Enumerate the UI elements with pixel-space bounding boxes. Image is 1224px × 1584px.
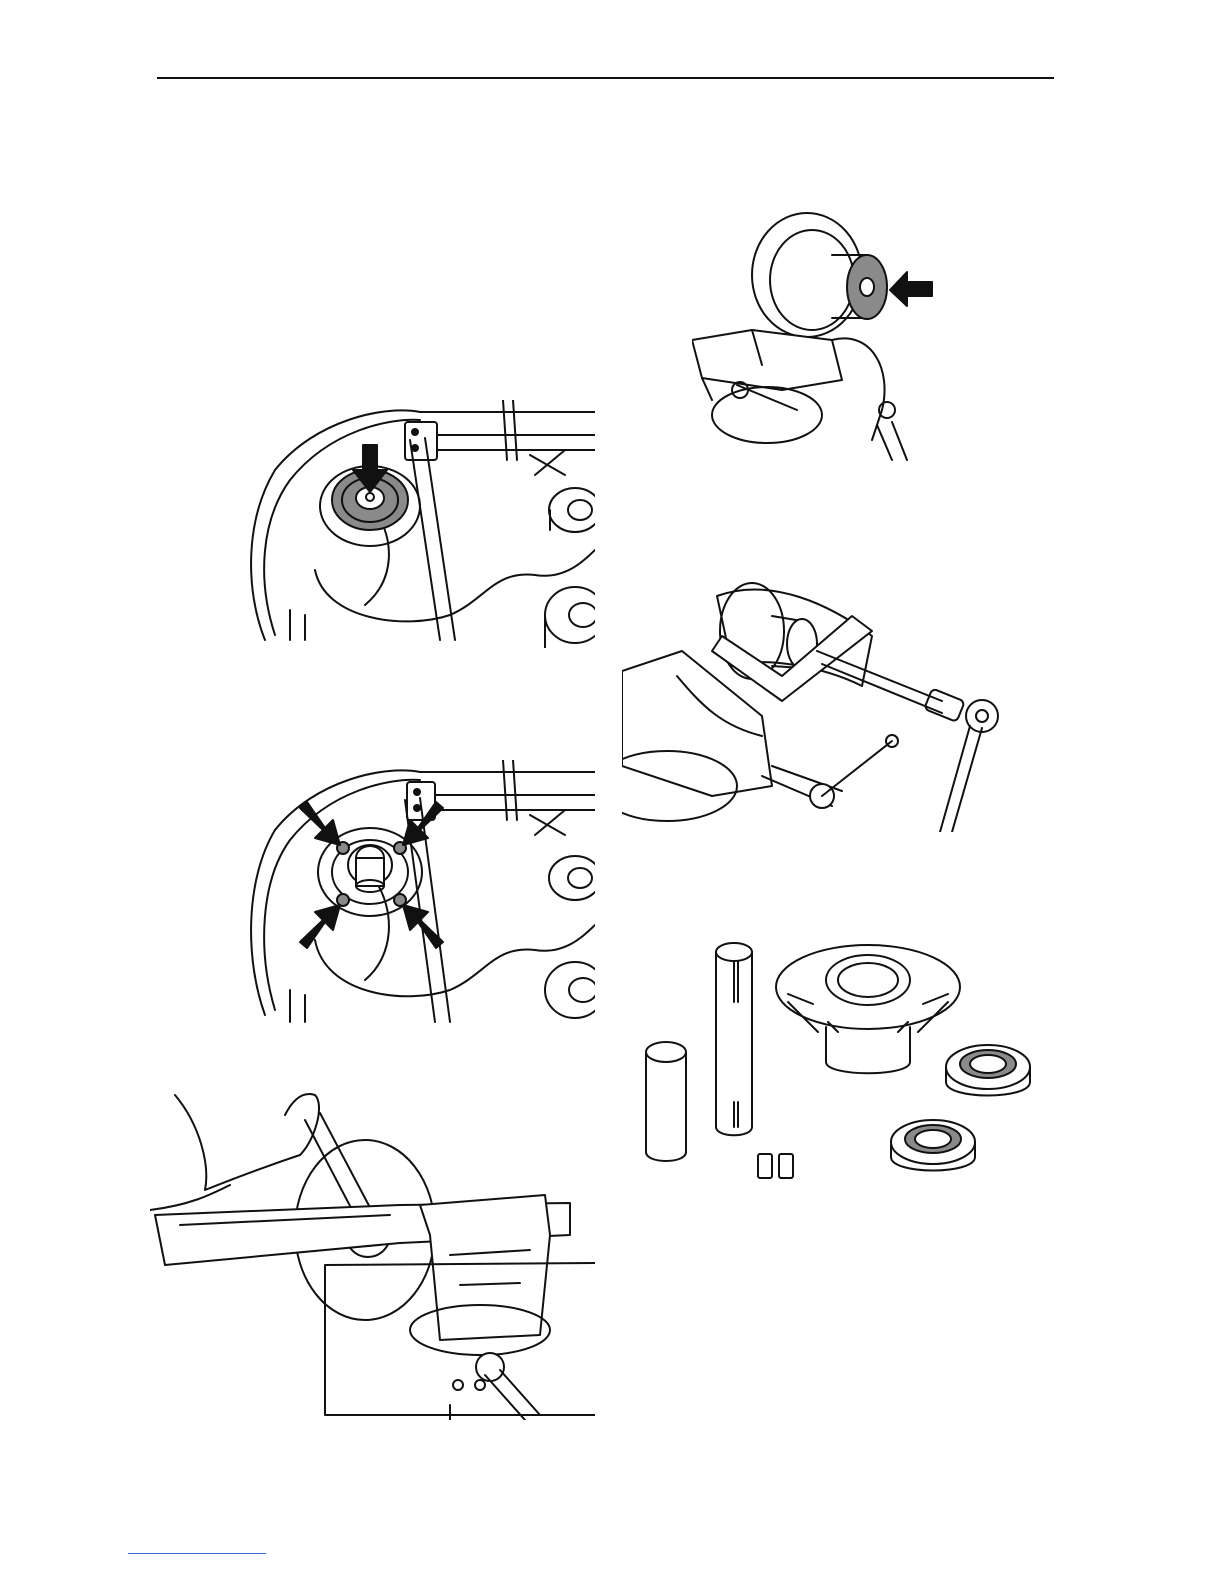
footer-link-underline (128, 1553, 266, 1554)
spindle-vise-illustration (692, 210, 942, 462)
spindle-parts-illustration (638, 942, 1038, 1187)
header-rule (157, 77, 1054, 79)
bearing-puller-illustration (622, 576, 1002, 832)
blade-wrench-vise-illustration (150, 1085, 595, 1420)
deck-spindle-illustration (245, 400, 595, 648)
deck-spindle-bolts-illustration (245, 760, 595, 1025)
